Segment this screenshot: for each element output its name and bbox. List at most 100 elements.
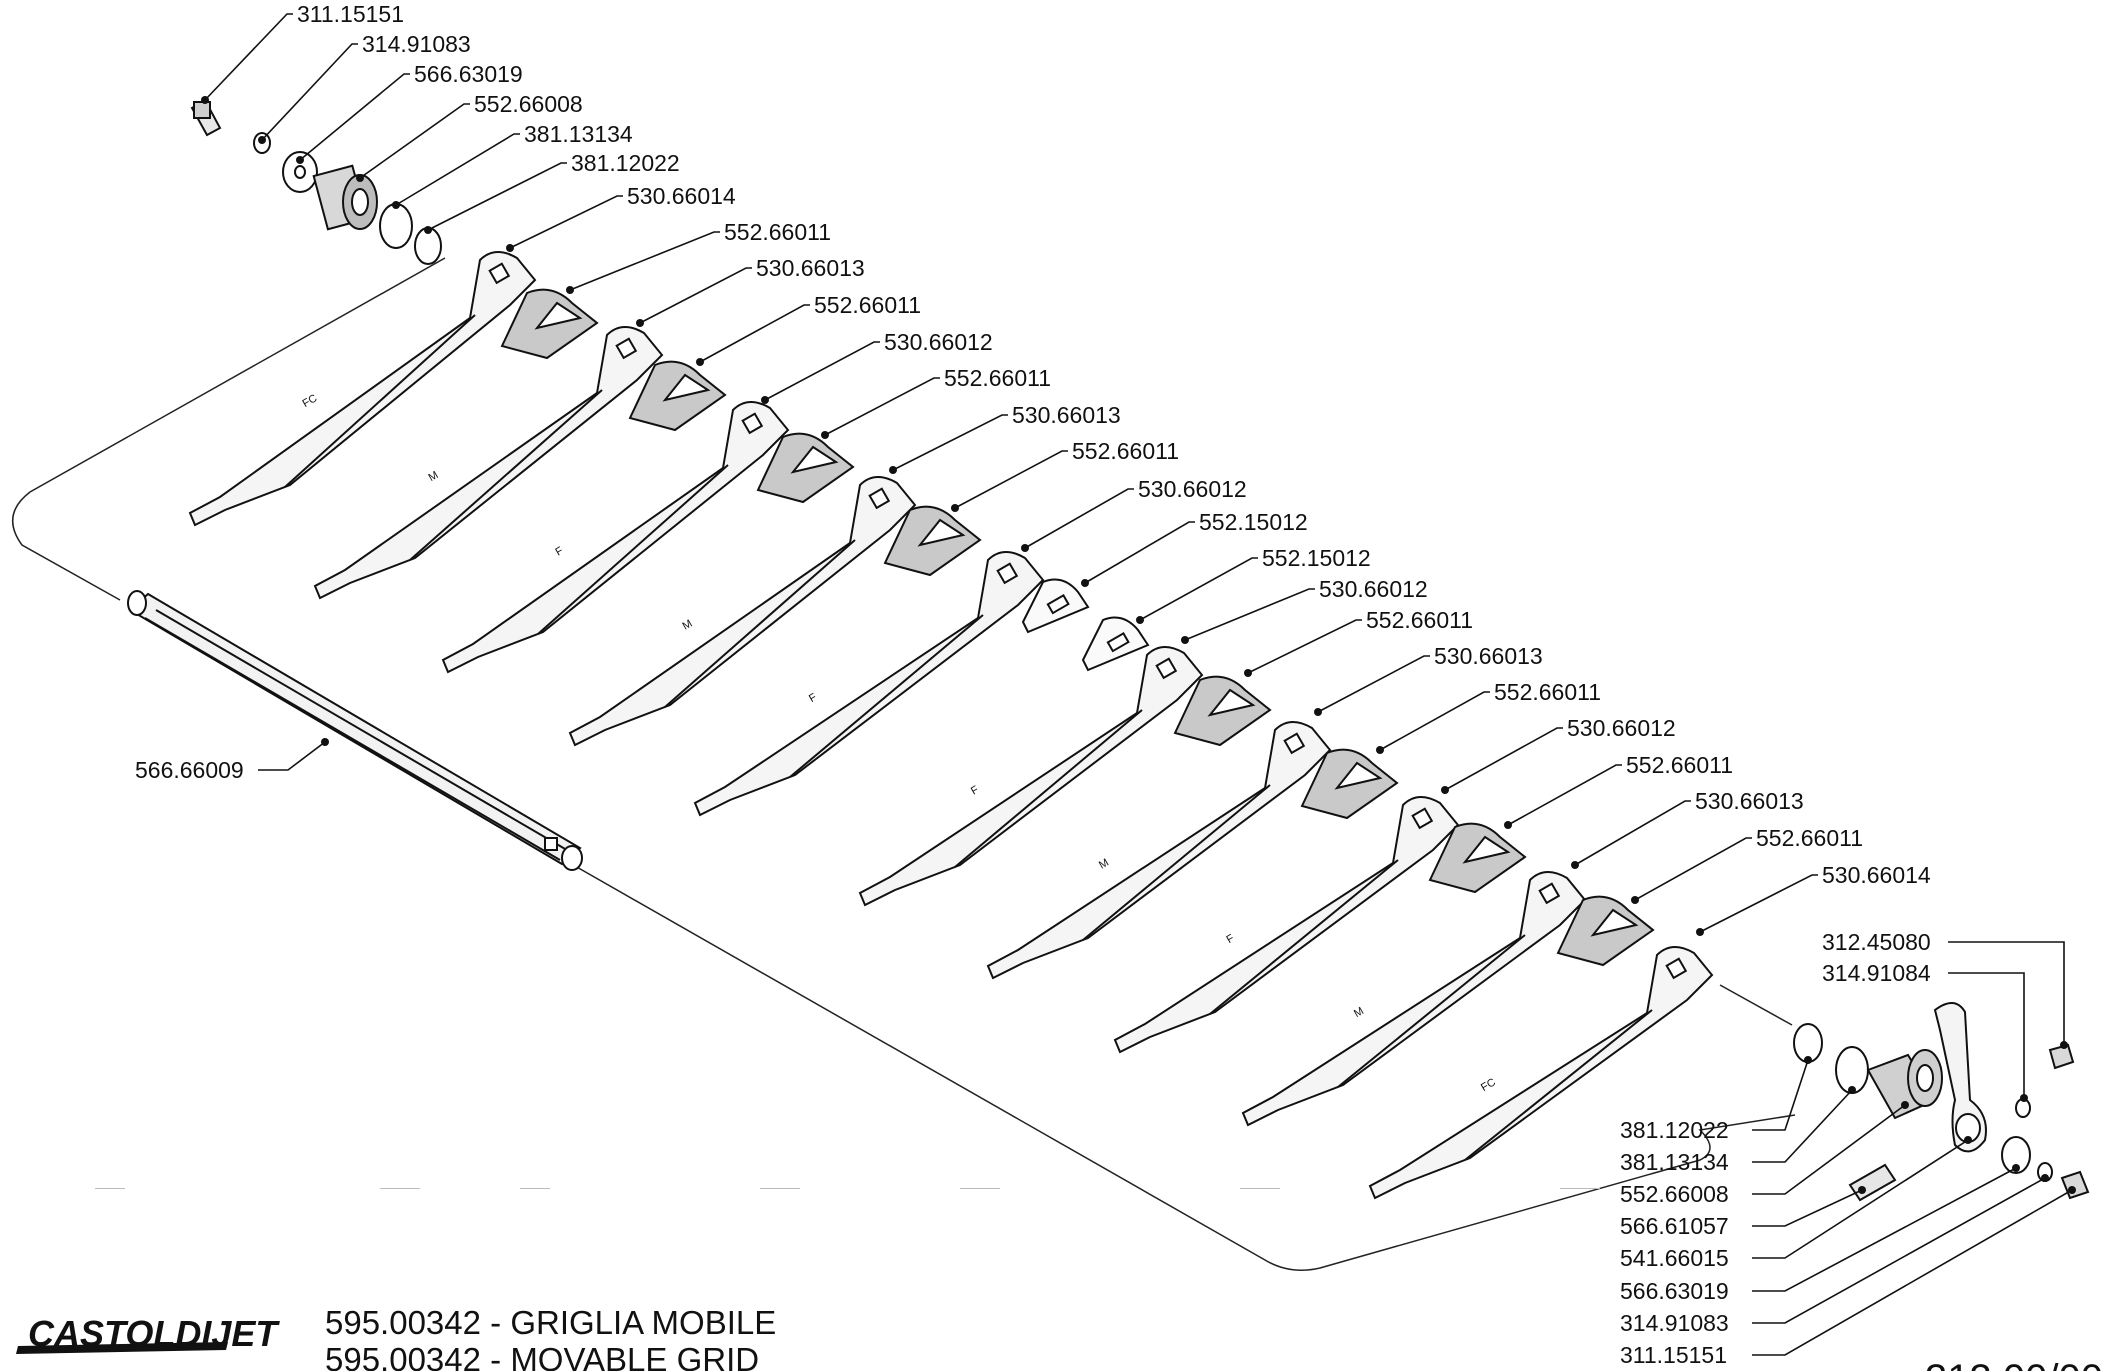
leader-dot — [1804, 1056, 1812, 1064]
leader-dot — [506, 244, 514, 252]
rubber-block-slot — [917, 518, 966, 547]
leader-line — [204, 13, 293, 101]
part-label-top: 530.66013 — [1695, 788, 1804, 814]
left-bearing-group — [190, 98, 442, 265]
part-label-top: 530.66012 — [1319, 576, 1428, 602]
part-label-top: 552.66008 — [474, 91, 583, 117]
grid-bar-body — [1368, 946, 1714, 1200]
leader-dot — [296, 156, 304, 164]
rubber-block-slot — [790, 445, 839, 474]
part-label-top: 530.66012 — [1567, 715, 1676, 741]
grid-bar-body — [858, 646, 1204, 907]
grid-bar-letter: M — [1352, 1005, 1366, 1020]
leader-dot — [1631, 896, 1639, 904]
leader-dot — [2068, 1186, 2076, 1194]
grid-bar-hole — [1538, 882, 1561, 905]
grid-bar-letter: F — [1225, 932, 1237, 946]
grid-bar-letter: F — [554, 545, 566, 559]
rubber-block — [500, 288, 599, 360]
grid-bar-body — [188, 251, 537, 527]
leader-line — [1948, 972, 2025, 1098]
right-lever-group — [1793, 1002, 2090, 1202]
part-label-right-bottom: 381.12022 — [1620, 1117, 1729, 1143]
grid-bar-edge — [789, 614, 984, 778]
leader-line — [1247, 619, 1362, 674]
part-label-top: 530.66012 — [1138, 476, 1247, 502]
grid-bar-letter: F — [969, 784, 981, 798]
leader-line — [639, 267, 752, 324]
leader-dot — [1314, 708, 1322, 716]
leader-dot — [761, 396, 769, 404]
spacer-plate-slot — [1046, 594, 1070, 615]
part-label-top: 311.15151 — [297, 1, 404, 27]
grid-bar-edge — [537, 464, 729, 635]
grid-bar: F — [693, 551, 1045, 817]
leader-dot — [1441, 786, 1449, 794]
leader-dot — [636, 319, 644, 327]
leader-line — [892, 414, 1008, 471]
leader-dot — [2060, 1041, 2068, 1049]
grid-bar-body — [1241, 871, 1587, 1127]
title-line-1: 595.00342 - GRIGLIA MOBILE — [325, 1304, 776, 1341]
grid-bar-letter: M — [681, 618, 695, 633]
rubber-block-slot — [1207, 688, 1256, 717]
leader-line — [1507, 764, 1622, 826]
grid-bar-edge — [409, 389, 603, 561]
rubber-block-slot — [662, 373, 711, 402]
part-label-right-bottom: 311.15151 — [1620, 1342, 1727, 1368]
grid-bar-hole — [1665, 957, 1688, 980]
leader-dot — [1858, 1186, 1866, 1194]
grid-bar: M — [1241, 871, 1587, 1127]
grid-bar-hole — [488, 262, 511, 285]
grid-bar-edge — [1464, 1009, 1653, 1161]
part-label-right-bottom: 566.61057 — [1620, 1213, 1729, 1239]
leader-dot — [1848, 1086, 1856, 1094]
leader-line — [1752, 1139, 1969, 1259]
part-label-top: 552.66011 — [1366, 607, 1473, 633]
leader-dot — [821, 431, 829, 439]
part-label-top: 530.66012 — [884, 329, 993, 355]
leader-dot — [1181, 636, 1189, 644]
shaft-566-66009 — [127, 590, 583, 871]
rubber-block — [1300, 748, 1399, 820]
brand-name: CASTOLDIJET — [28, 1313, 280, 1354]
part-label-right-bottom: 541.66015 — [1620, 1245, 1729, 1271]
leader-dot — [1136, 616, 1144, 624]
part-label-right-top: 314.91084 — [1822, 960, 1931, 986]
part-label-right-bottom: 314.91083 — [1620, 1310, 1729, 1336]
grid-bar-hole — [868, 487, 891, 510]
grid-bar-hole — [1283, 732, 1306, 755]
part-labels: 311.15151314.91083566.63019552.66008381.… — [135, 1, 1931, 1368]
grid-bar-hole — [1155, 657, 1178, 680]
grid-bar-body — [441, 401, 790, 674]
leader-line — [1634, 837, 1752, 901]
leader-dot — [1376, 746, 1384, 754]
leader-line — [1752, 1089, 1853, 1163]
grid-bar: F — [858, 646, 1204, 907]
grid-bar: M — [313, 326, 664, 600]
rubber-block-slot — [1334, 761, 1383, 790]
part-label-right-bottom: 552.66008 — [1620, 1181, 1729, 1207]
part-label-top: 552.66011 — [944, 365, 1051, 391]
spacer-plate — [1081, 616, 1150, 672]
leader-line — [1139, 557, 1258, 621]
leader-dot — [2020, 1094, 2028, 1102]
part-label-top: 530.66013 — [1434, 643, 1543, 669]
grid-bar: FC — [1368, 946, 1714, 1200]
leader-dot — [1964, 1136, 1972, 1144]
leader-dot — [392, 201, 400, 209]
leader-dot — [1244, 669, 1252, 677]
grid-bar: FC — [188, 251, 537, 527]
leader-line — [764, 341, 880, 401]
grid-blocks — [500, 288, 1655, 967]
leader-line — [1574, 800, 1691, 866]
leader-line — [509, 195, 623, 249]
leader-dot — [2012, 1164, 2020, 1172]
leader-line — [1752, 1104, 1906, 1195]
leader-line — [1752, 1059, 1809, 1131]
logo-swoosh — [16, 1342, 228, 1354]
leader-line — [569, 231, 720, 291]
leader-dot — [201, 96, 209, 104]
